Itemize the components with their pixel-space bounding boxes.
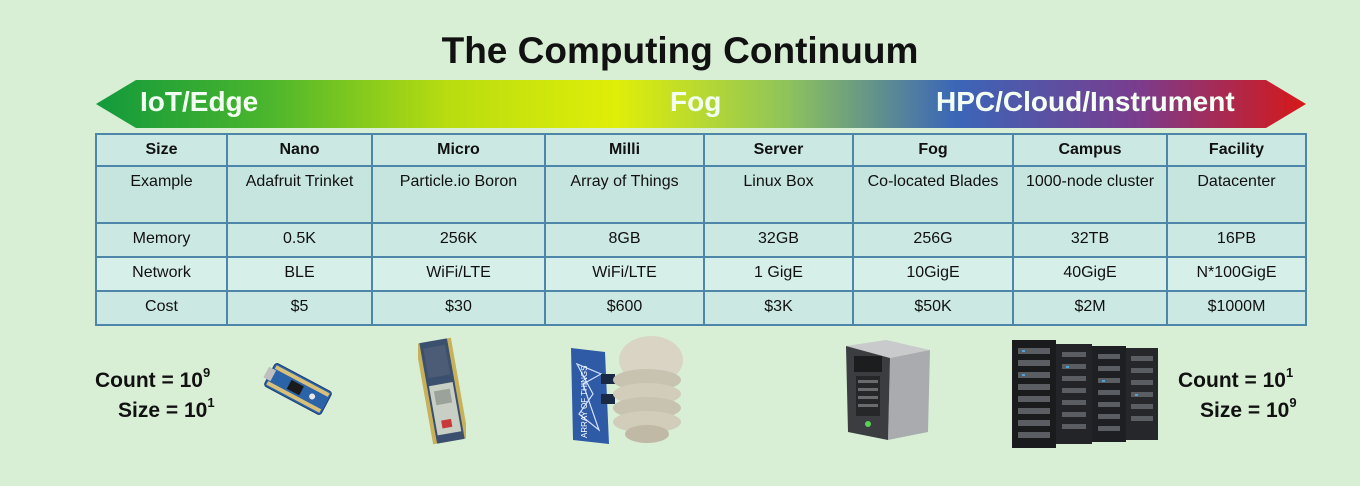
left-count-stat: Count = 109 xyxy=(95,365,211,392)
table-row-network: Network BLE WiFi/LTE WiFi/LTE 1 GigE 10G… xyxy=(95,256,1307,292)
header-milli: Milli xyxy=(544,133,705,167)
array-of-things-mark: ARRAY OF THINGS xyxy=(580,366,589,438)
spectrum-label-iot-edge: IoT/Edge xyxy=(140,86,259,117)
header-server: Server xyxy=(703,133,854,167)
header-nano: Nano xyxy=(226,133,373,167)
table-cell: Adafruit Trinket xyxy=(226,165,373,224)
table-row-cost: Cost $5 $30 $600 $3K $50K $2M $1000M xyxy=(95,290,1307,326)
table-row-example: Example Adafruit Trinket Particle.io Bor… xyxy=(95,165,1307,224)
table-cell: $3K xyxy=(703,290,854,326)
table-cell: 1000-node cluster xyxy=(1012,165,1168,224)
table-header-row: Size Nano Micro Milli Server Fog Campus … xyxy=(95,133,1307,167)
table-cell: 10GigE xyxy=(852,256,1014,292)
table-cell: 16PB xyxy=(1166,222,1307,258)
array-of-things-image: ARRAY OF THINGS xyxy=(571,336,683,444)
row-label: Cost xyxy=(95,290,228,326)
table-cell: 40GigE xyxy=(1012,256,1168,292)
spectrum-label-hpc-cloud: HPC/Cloud/Instrument xyxy=(936,86,1235,117)
row-label: Example xyxy=(95,165,228,224)
table-cell: 8GB xyxy=(544,222,705,258)
page-title: The Computing Continuum xyxy=(441,30,919,71)
continuum-table: Size Nano Micro Milli Server Fog Campus … xyxy=(95,133,1307,326)
table-cell: N*100GigE xyxy=(1166,256,1307,292)
table-cell: 256G xyxy=(852,222,1014,258)
table-cell: WiFi/LTE xyxy=(371,256,546,292)
continuum-spectrum-arrow xyxy=(96,80,1306,128)
table-cell: Datacenter xyxy=(1166,165,1307,224)
table-cell: Array of Things xyxy=(544,165,705,224)
header-campus: Campus xyxy=(1012,133,1168,167)
table-cell: 32GB xyxy=(703,222,854,258)
particle-boron-image xyxy=(418,337,466,445)
adafruit-trinket-image xyxy=(263,363,332,415)
header-facility: Facility xyxy=(1166,133,1307,167)
table-cell: $600 xyxy=(544,290,705,326)
table-cell: $5 xyxy=(226,290,373,326)
row-label: Memory xyxy=(95,222,228,258)
blade-server-image xyxy=(846,340,930,440)
table-cell: 32TB xyxy=(1012,222,1168,258)
row-label: Network xyxy=(95,256,228,292)
left-size-stat: Size = 101 xyxy=(118,395,215,422)
table-cell: $30 xyxy=(371,290,546,326)
table-cell: Linux Box xyxy=(703,165,854,224)
right-count-stat: Count = 101 xyxy=(1178,365,1294,392)
table-cell: $1000M xyxy=(1166,290,1307,326)
table-cell: $50K xyxy=(852,290,1014,326)
table-cell: $2M xyxy=(1012,290,1168,326)
spectrum-label-fog: Fog xyxy=(670,86,722,117)
header-size: Size xyxy=(95,133,228,167)
table-cell: 1 GigE xyxy=(703,256,854,292)
table-cell: Particle.io Boron xyxy=(371,165,546,224)
header-fog: Fog xyxy=(852,133,1014,167)
right-size-stat: Size = 109 xyxy=(1200,395,1297,422)
table-row-memory: Memory 0.5K 256K 8GB 32GB 256G 32TB 16PB xyxy=(95,222,1307,258)
server-rack-cluster-image xyxy=(1012,340,1158,448)
table-cell: BLE xyxy=(226,256,373,292)
table-cell: 256K xyxy=(371,222,546,258)
table-cell: 0.5K xyxy=(226,222,373,258)
table-cell: WiFi/LTE xyxy=(544,256,705,292)
table-cell: Co-located Blades xyxy=(852,165,1014,224)
header-micro: Micro xyxy=(371,133,546,167)
